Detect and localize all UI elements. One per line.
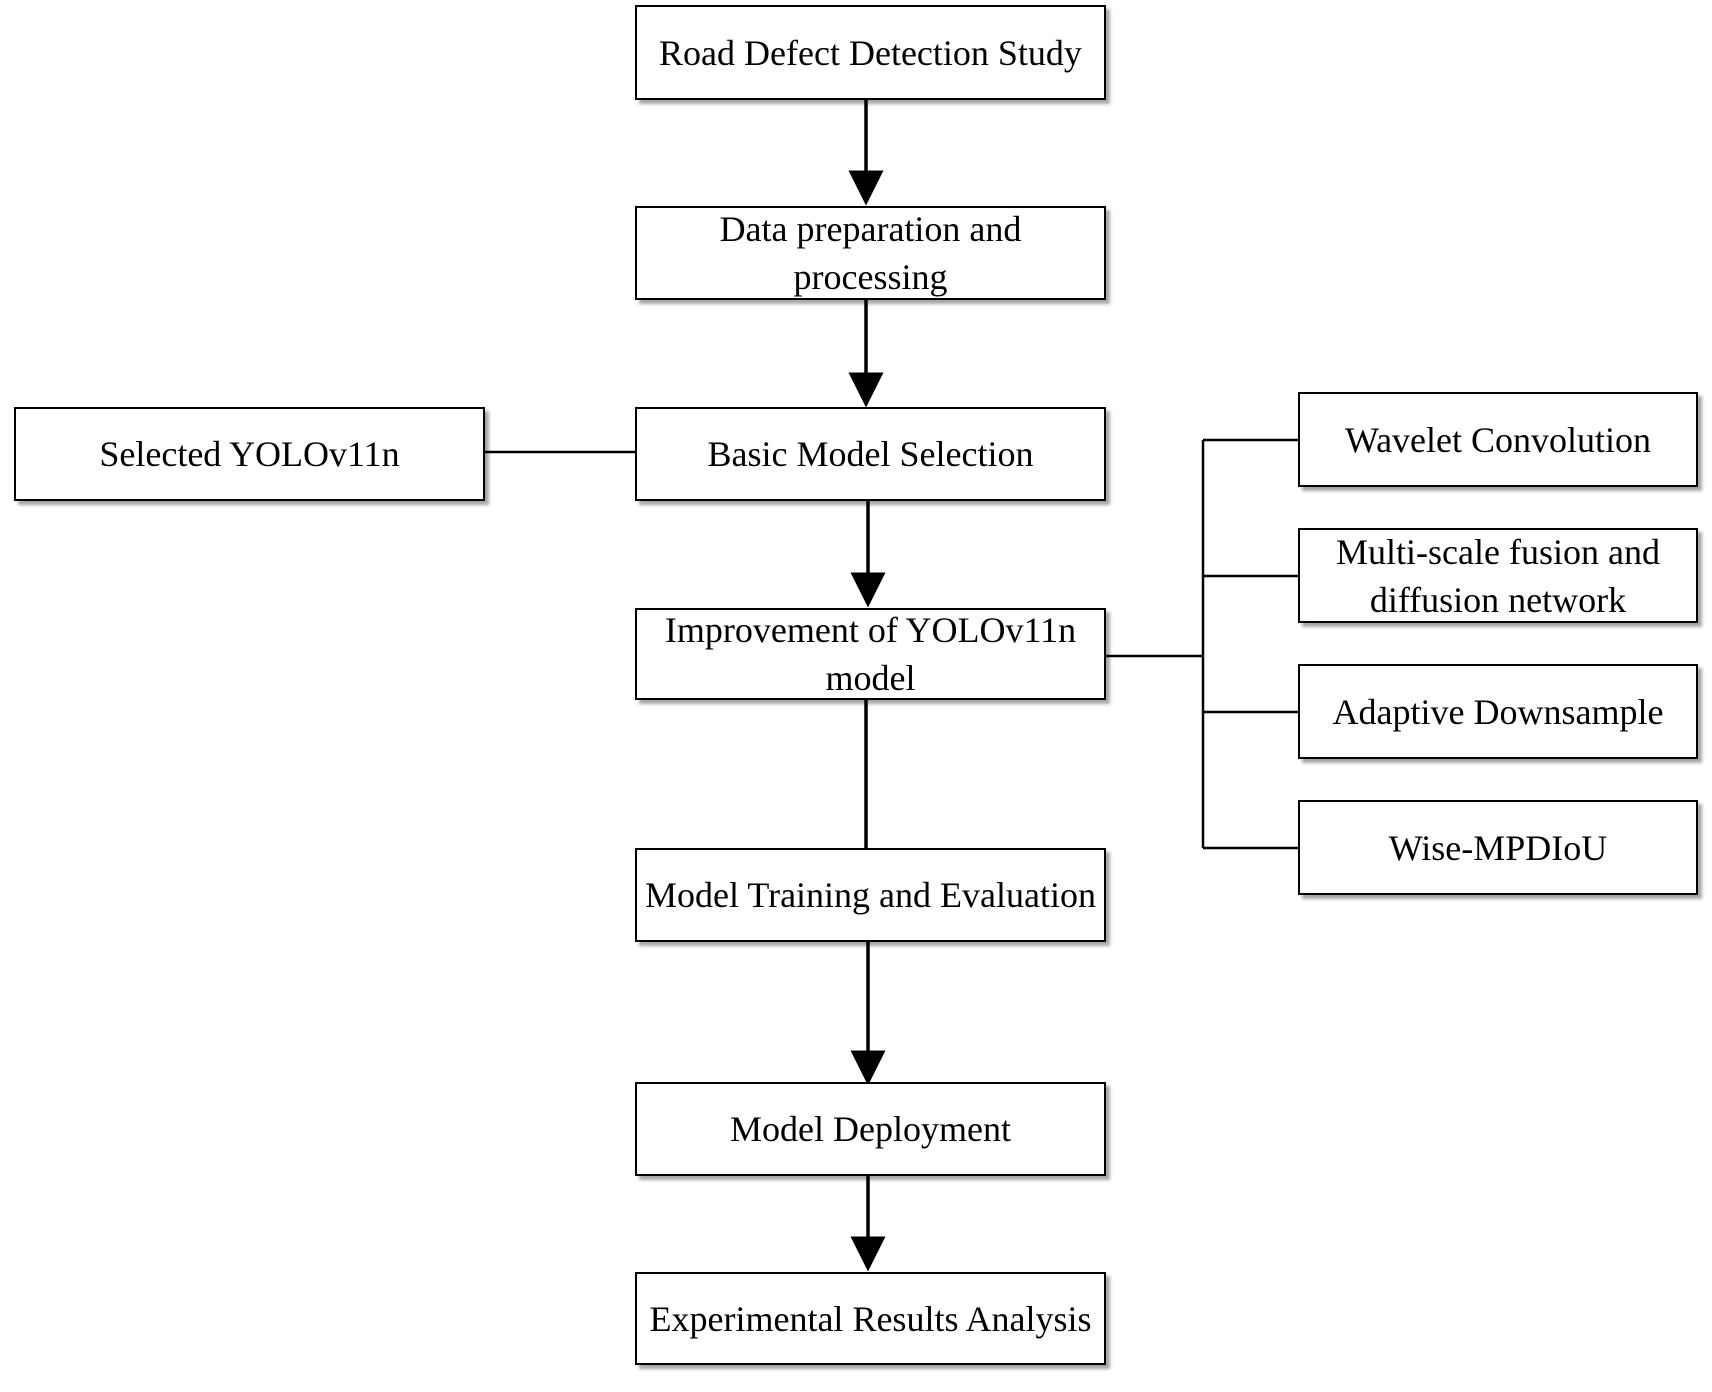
node-adaptive-downsample: Adaptive Downsample	[1298, 664, 1698, 759]
node-basic-model-selection: Basic Model Selection	[635, 407, 1106, 501]
node-selected-yolov11n-label: Selected YOLOv11n	[99, 434, 400, 474]
node-data-preparation: Data preparation and processing	[635, 206, 1106, 300]
node-basic-model-selection-label: Basic Model Selection	[707, 434, 1034, 474]
node-data-preparation-label: Data preparation and processing	[719, 209, 1022, 297]
node-wavelet-convolution: Wavelet Convolution	[1298, 392, 1698, 487]
node-model-deployment: Model Deployment	[635, 1082, 1106, 1176]
node-multiscale-fusion-label: Multi-scale fusion and diffusion network	[1336, 531, 1660, 620]
node-model-deployment-label: Model Deployment	[730, 1109, 1011, 1149]
node-road-defect-study: Road Defect Detection Study	[635, 5, 1106, 100]
node-selected-yolov11n: Selected YOLOv11n	[14, 407, 485, 501]
node-wise-mpdiou: Wise-MPDIoU	[1298, 800, 1698, 895]
node-model-training-label: Model Training and Evaluation	[645, 875, 1096, 915]
node-model-training: Model Training and Evaluation	[635, 848, 1106, 942]
node-improvement-yolov11n-label: Improvement of YOLOv11n model	[664, 610, 1077, 698]
node-multiscale-fusion: Multi-scale fusion and diffusion network	[1298, 528, 1698, 623]
node-improvement-yolov11n: Improvement of YOLOv11n model	[635, 608, 1106, 700]
node-adaptive-downsample-label: Adaptive Downsample	[1332, 691, 1664, 732]
node-experimental-results-label: Experimental Results Analysis	[649, 1298, 1092, 1339]
node-wise-mpdiou-label: Wise-MPDIoU	[1388, 827, 1608, 868]
node-experimental-results: Experimental Results Analysis	[635, 1272, 1106, 1365]
node-wavelet-convolution-label: Wavelet Convolution	[1344, 419, 1652, 460]
node-road-defect-study-label: Road Defect Detection Study	[659, 32, 1082, 73]
